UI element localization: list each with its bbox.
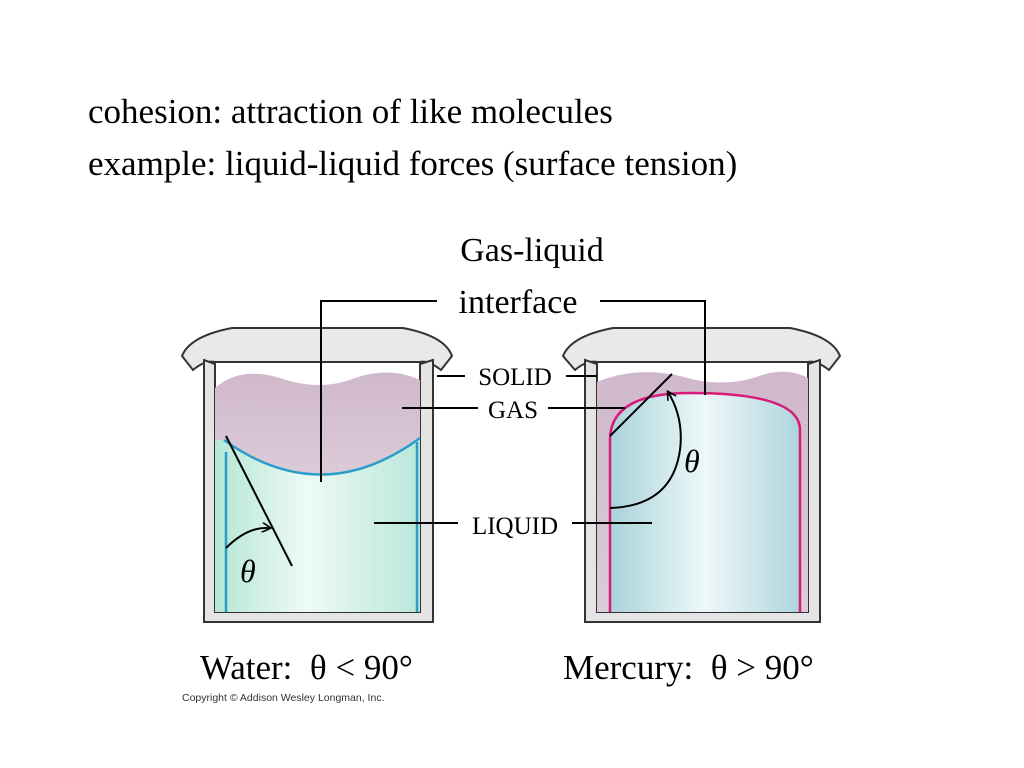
water-caption: Water: θ < 90° <box>200 648 413 687</box>
interface-leader-left <box>320 300 437 482</box>
liquid-label-group: LIQUID <box>374 513 652 540</box>
title-line-1: cohesion: attraction of like molecules <box>88 92 613 131</box>
liquid-label: LIQUID <box>472 513 558 540</box>
interface-label-line-1: Gas-liquid <box>460 232 604 269</box>
mercury-beaker: θ <box>561 327 842 623</box>
water-theta-symbol: θ <box>240 553 256 589</box>
mercury-caption: Mercury: θ > 90° <box>563 648 814 687</box>
gas-label-group: GAS <box>402 397 625 424</box>
water-gas-region <box>215 372 420 475</box>
water-liquid <box>215 438 420 612</box>
solid-label: SOLID <box>478 364 552 391</box>
water-theta-arc <box>225 528 270 549</box>
interface-label-line-2: interface <box>459 284 578 321</box>
solid-label-group: SOLID <box>437 364 597 391</box>
water-beaker: θ <box>180 327 454 623</box>
mercury-theta-symbol: θ <box>684 443 700 479</box>
water-beaker-rim <box>180 327 454 372</box>
gas-label: GAS <box>488 397 538 424</box>
mercury-tangent-line <box>609 373 673 437</box>
mercury-liquid <box>610 393 800 612</box>
mercury-meniscus <box>608 391 802 612</box>
interface-label: Gas-liquid interface <box>320 232 706 482</box>
slide-title: cohesion: attraction of like molecules e… <box>88 86 737 190</box>
copyright-notice: Copyright © Addison Wesley Longman, Inc. <box>182 692 385 704</box>
mercury-beaker-rim <box>561 327 842 372</box>
water-tangent-line <box>225 435 293 567</box>
title-line-2: example: liquid-liquid forces (surface t… <box>88 144 738 183</box>
interface-leader-right <box>600 300 706 395</box>
mercury-theta-arc <box>609 392 682 509</box>
